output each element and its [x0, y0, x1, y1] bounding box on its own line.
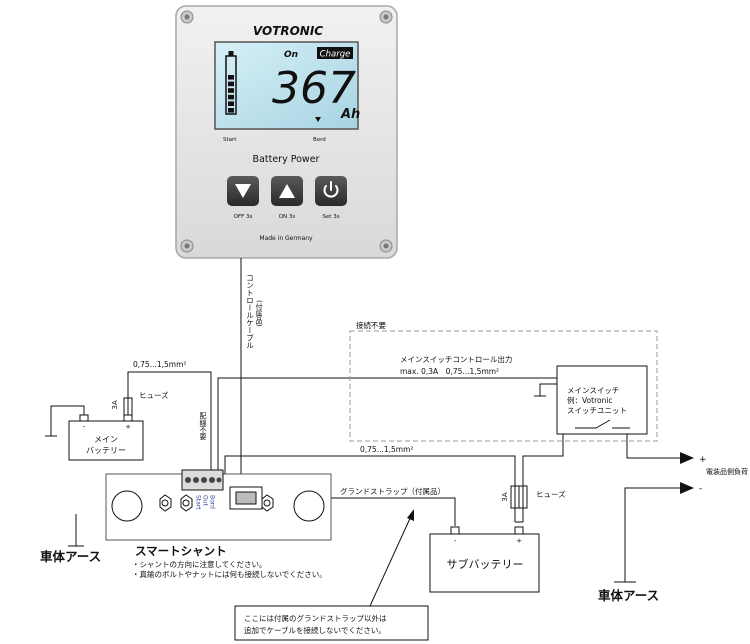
battery-gauge-segment: [228, 88, 234, 93]
battery-monitor-panel: VOTRONIC On Charge 367 Ah Start Bord Bat…: [175, 5, 398, 259]
battery-gauge-segment: [228, 94, 234, 100]
screw-icon: [379, 10, 393, 24]
arrow-up-icon: [279, 184, 295, 198]
main-battery-minus: -: [83, 423, 86, 431]
battery-gauge-icon: [225, 51, 237, 115]
arrow-up-icon: [407, 509, 414, 521]
brass-nut-icon: [159, 494, 172, 512]
made-in-label: Made in Germany: [259, 235, 313, 242]
shunt-bolt-left: [111, 490, 143, 522]
screw-icon: [180, 239, 194, 253]
brand-logo: VOTRONIC: [253, 24, 323, 38]
shunt-note-1: ・シャントの方向に注意してください。: [132, 559, 267, 569]
main-switch-label-2: 例：Votronic: [567, 395, 613, 405]
optional-section: 接続不要: [349, 320, 658, 442]
main-battery-plus: +: [125, 423, 131, 431]
lcd-charge-label: Charge: [320, 50, 351, 60]
fuse-left: 3A ヒューズ: [111, 390, 169, 421]
lcd-charge-badge: [317, 47, 353, 59]
ground-strap-callout: ここには付属のグランドストラップ以外は 追加でケーブルを接続しないでください。: [234, 509, 429, 641]
main-battery-label-2: バッテリー: [86, 446, 126, 455]
ground-strap-label: グランドストラップ（付属品）: [340, 486, 445, 496]
fuse-right-label: ヒューズ: [536, 489, 566, 499]
shunt-bolt-right: [293, 490, 325, 522]
wire-size-top-label: 0,75...1,5mm²: [133, 360, 186, 369]
smart-shunt: Bord Out Start: [105, 469, 332, 541]
smart-shunt-label: スマートシャント: [135, 544, 227, 558]
fuse-right: 3A ヒューズ: [501, 485, 566, 509]
sub-battery: - + サブバッテリー: [429, 526, 540, 593]
arrow-right-icon: [680, 452, 694, 464]
callout-line-2: 追加でケーブルを接続しないでください。: [244, 625, 386, 635]
load-output: + - 電装品側負荷: [627, 452, 748, 494]
main-battery-label-1: メイン: [94, 435, 118, 444]
battery-gauge-segment: [228, 75, 234, 80]
lcd-start-label: Start: [223, 137, 237, 143]
body-earth-right: 車体アース: [598, 588, 659, 603]
screw-icon: [180, 10, 194, 24]
no-connection-label: 接続不要: [356, 320, 386, 330]
set-button[interactable]: [315, 176, 347, 206]
fuse-right-rating: 3A: [501, 492, 509, 501]
fuse-left-rating: 3A: [111, 400, 119, 409]
lcd-screen: [214, 41, 359, 130]
terminal-out: Out: [202, 495, 209, 507]
wiring-not-needed-label: 配線不要: [199, 412, 207, 441]
panel-title: Battery Power: [253, 154, 320, 165]
main-switch-label-1: メインスイッチ: [567, 386, 619, 395]
sub-battery-plus: +: [516, 537, 522, 545]
main-switch-spec-label: max. 0,3A 0,75...1,5mm²: [400, 367, 499, 376]
switch-icon: [575, 419, 630, 429]
fuse-left-label: ヒューズ: [139, 390, 169, 400]
main-switch-label-3: スイッチユニット: [567, 406, 627, 415]
brass-nut-icon: [180, 494, 193, 512]
control-cable-label: コントロールケーブル: [245, 274, 254, 349]
shunt-note-2: ・真鍮のボルトやナットには何も接続しないでください。: [132, 569, 327, 579]
load-plus: +: [699, 455, 707, 465]
terminal-bord: Bord: [209, 495, 216, 509]
screw-icon: [379, 239, 393, 253]
lcd-bord-label: Bord: [313, 137, 326, 143]
sub-battery-label: サブバッテリー: [447, 557, 524, 571]
main-battery: - + メイン バッテリー: [68, 414, 144, 461]
load-minus: -: [699, 484, 702, 494]
main-switch-unit: メインスイッチ 例：Votronic スイッチユニット: [556, 365, 648, 435]
battery-gauge-segment: [228, 81, 234, 87]
off-button[interactable]: [227, 176, 259, 206]
off-button-label: OFF 3s: [234, 214, 253, 220]
wire-size-mid-label: 0,75...1,5mm²: [360, 445, 413, 454]
load-label: 電装品側負荷: [706, 467, 748, 476]
battery-gauge-segment: [228, 108, 234, 113]
on-button-label: ON 3s: [279, 214, 296, 220]
callout-line-1: ここには付属のグランドストラップ以外は: [244, 613, 387, 623]
battery-gauge-segment: [228, 101, 234, 106]
brass-nut-icon: [261, 494, 274, 512]
lcd-on-label: On: [284, 50, 298, 60]
on-button[interactable]: [271, 176, 303, 206]
arrow-down-icon: [235, 184, 251, 198]
main-switch-output-label: メインスイッチコントロール出力: [400, 354, 512, 364]
wires: [45, 258, 680, 583]
lcd-value: 367: [272, 63, 356, 114]
lcd-unit: Ah: [340, 107, 360, 122]
set-button-label: Set 3s: [322, 214, 339, 220]
arrow-right-icon: [680, 482, 694, 494]
body-earth-left: 車体アース: [40, 549, 101, 564]
sub-battery-minus: -: [454, 537, 457, 545]
power-icon: [323, 181, 339, 198]
terminal-start: Start: [195, 495, 202, 510]
lcd-indicator-icon: [315, 117, 321, 122]
control-cable-note: (付属品): [255, 300, 263, 327]
